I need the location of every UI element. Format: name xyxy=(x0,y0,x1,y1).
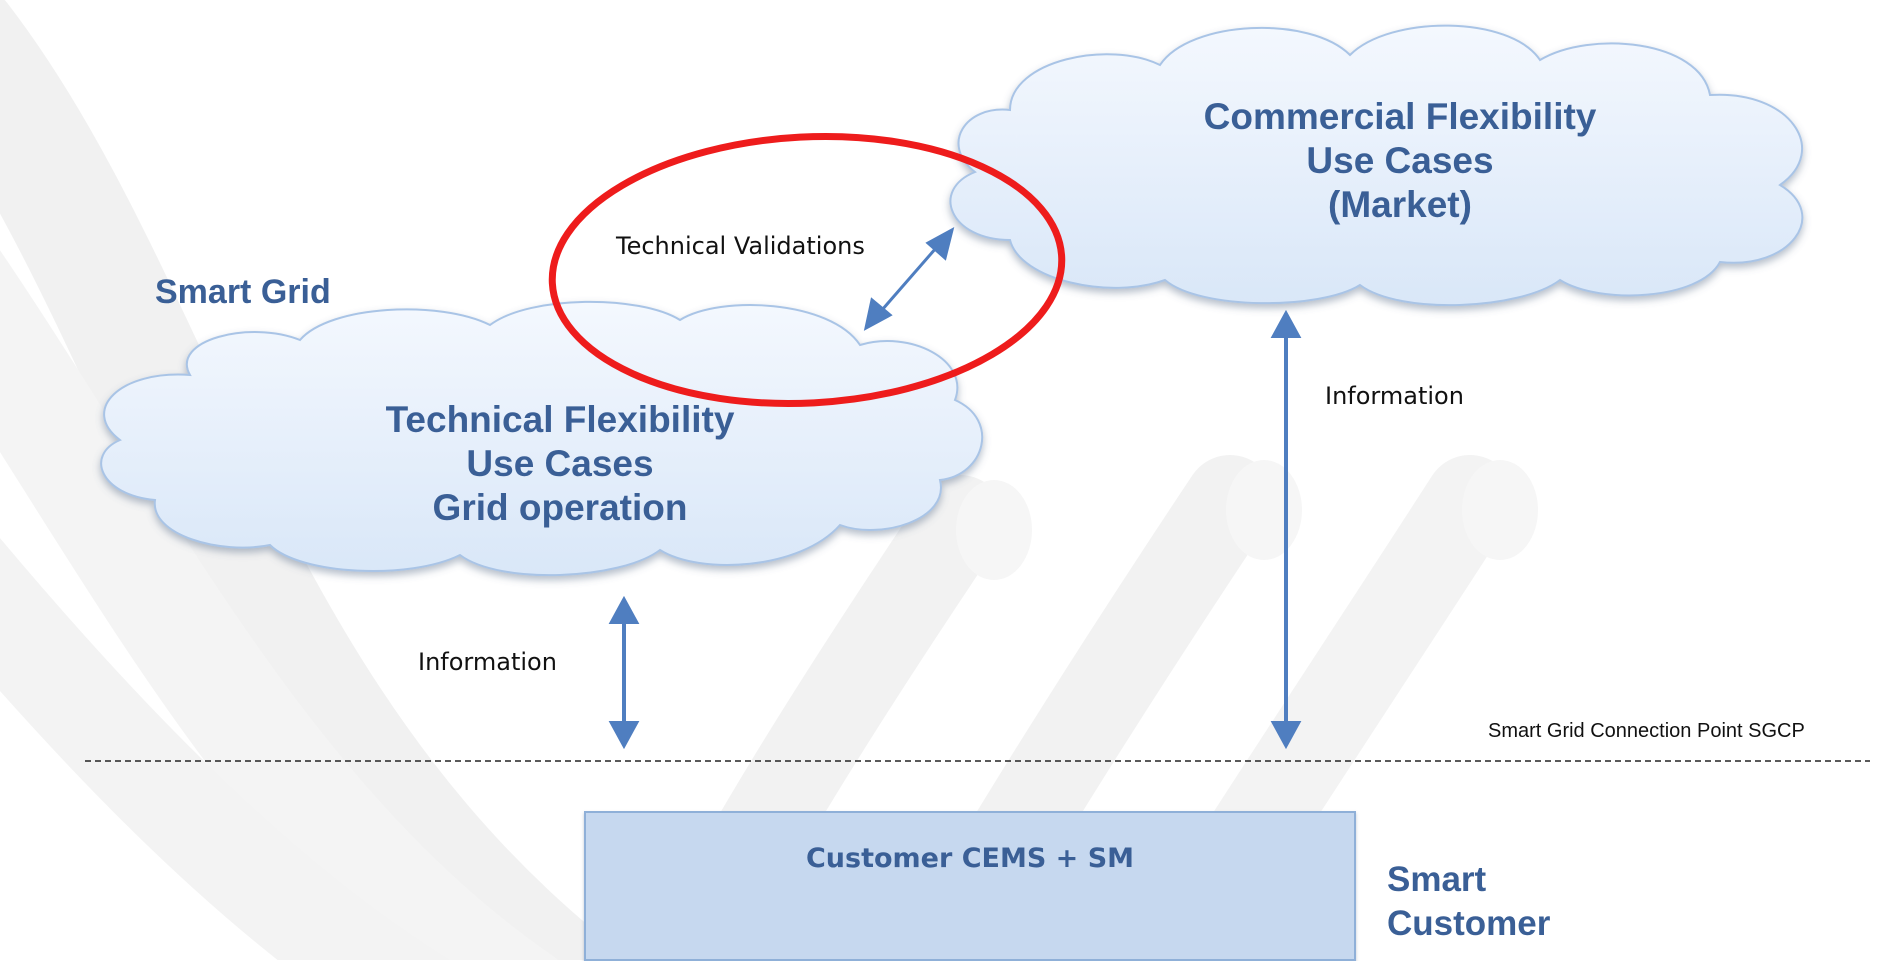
information-arrow-left xyxy=(608,595,640,750)
technical-cloud-title: Technical Flexibility Use Cases Grid ope… xyxy=(260,398,860,530)
smart-customer-line1: Smart xyxy=(1387,860,1487,899)
technical-validations-arrow xyxy=(863,227,955,331)
sgcp-label: Smart Grid Connection Point SGCP xyxy=(1488,720,1805,742)
highlight-ellipse xyxy=(548,133,1066,407)
cems-box-label: Customer CEMS + SM xyxy=(805,843,1135,874)
smart-customer-line2: Customer xyxy=(1387,904,1551,943)
technical-cloud-line2: Use Cases xyxy=(466,443,654,484)
commercial-cloud-title: Commercial Flexibility Use Cases (Market… xyxy=(1100,95,1700,227)
technical-cloud xyxy=(100,300,984,577)
cems-box: Customer CEMS + SM xyxy=(584,811,1356,961)
information-label-left: Information xyxy=(418,648,557,676)
technical-cloud-line1: Technical Flexibility xyxy=(385,399,735,440)
commercial-cloud-line1: Commercial Flexibility xyxy=(1203,96,1597,137)
technical-validations-label: Technical Validations xyxy=(616,232,865,260)
commercial-cloud-line2: Use Cases xyxy=(1306,140,1494,181)
commercial-cloud-line3: (Market) xyxy=(1328,184,1472,225)
information-label-right: Information xyxy=(1325,382,1464,410)
information-arrow-right xyxy=(1270,309,1302,750)
commercial-cloud xyxy=(949,24,1804,307)
technical-cloud-line3: Grid operation xyxy=(432,487,688,528)
smart-customer-label: Smart Customer xyxy=(1387,858,1550,946)
smart-grid-label: Smart Grid xyxy=(155,273,331,311)
